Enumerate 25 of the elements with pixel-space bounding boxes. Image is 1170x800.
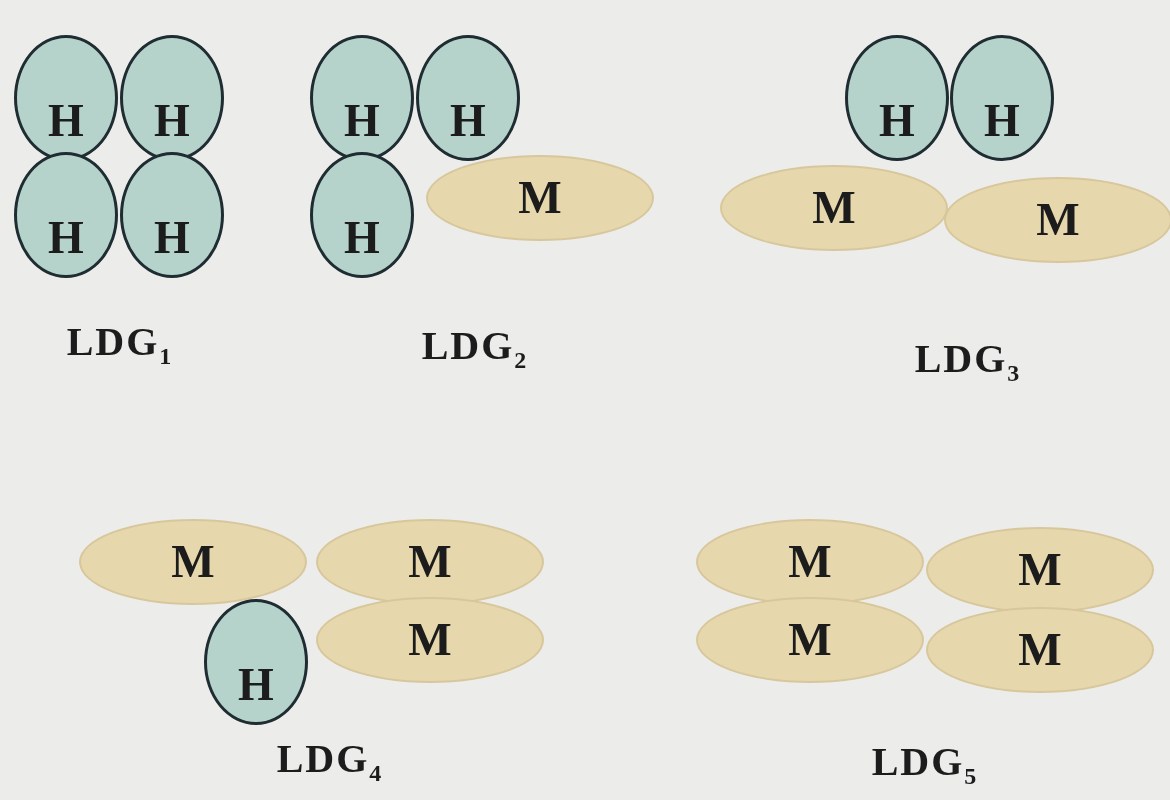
subunit-letter: H — [984, 98, 1020, 144]
isoenzyme-label: LDG$_{3}$ — [914, 335, 1022, 387]
subunit-letter: H — [450, 98, 486, 144]
subunit-letter: H — [154, 98, 190, 144]
isoenzyme-label: LDG$_{1}$ — [66, 318, 174, 370]
isoenzyme-label: LDG$_{4}$ — [276, 735, 384, 787]
subunit-letter: M — [171, 539, 215, 585]
subunit-letter: M — [788, 617, 832, 663]
subunit-letter: M — [408, 539, 452, 585]
subunit-letter: H — [238, 662, 274, 708]
isoenzyme-label: LDG$_{2}$ — [421, 322, 529, 374]
subunit-letter: M — [788, 539, 832, 585]
subunit-letter: M — [1018, 627, 1062, 673]
subunit-letter: H — [344, 215, 380, 261]
subunit-letter: H — [48, 98, 84, 144]
subunit-letter: M — [1018, 547, 1062, 593]
subunit-letter: H — [48, 215, 84, 261]
subunit-letter: M — [812, 185, 856, 231]
subunit-letter: H — [879, 98, 915, 144]
subunit-letter: M — [1036, 197, 1080, 243]
isoenzyme-label: LDG$_{5}$ — [871, 738, 979, 790]
subunit-letter: H — [344, 98, 380, 144]
subunit-letter: M — [408, 617, 452, 663]
subunit-letter: H — [154, 215, 190, 261]
subunit-letter: M — [518, 175, 562, 221]
